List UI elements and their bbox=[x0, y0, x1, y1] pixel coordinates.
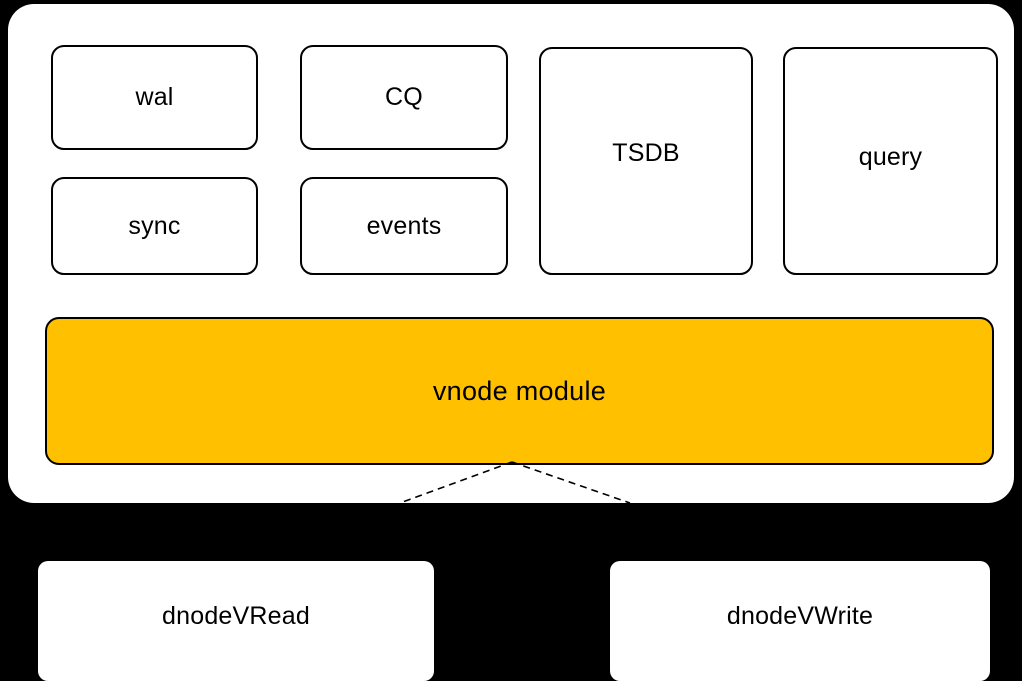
module-label-wal: wal bbox=[135, 83, 174, 111]
module-label-sync: sync bbox=[128, 211, 181, 240]
module-box-tsdb[interactable]: TSDB bbox=[539, 47, 753, 275]
module-box-sync[interactable]: sync bbox=[51, 177, 258, 275]
vnode-module-label: vnode module bbox=[432, 375, 607, 406]
module-label-events: events bbox=[366, 211, 442, 240]
module-box-wal[interactable]: wal bbox=[51, 45, 258, 150]
module-box-query[interactable]: query bbox=[783, 47, 998, 275]
module-label-query: query bbox=[858, 142, 923, 171]
module-label-tsdb: TSDB bbox=[612, 138, 680, 167]
dnode-box-vread[interactable]: dnodeVRead bbox=[38, 561, 434, 681]
vnode-module-bar[interactable]: vnode module bbox=[45, 317, 994, 465]
dnode-label-vwrite: dnodeVWrite bbox=[726, 601, 874, 630]
dnode-box-vwrite[interactable]: dnodeVWrite bbox=[610, 561, 990, 681]
dnode-label-vread: dnodeVRead bbox=[162, 601, 310, 630]
vnode-container: wal CQ sync events TSDB query vnode modu… bbox=[8, 4, 1014, 503]
module-box-cq[interactable]: CQ bbox=[300, 45, 508, 150]
module-label-cq: CQ bbox=[385, 83, 423, 111]
module-box-events[interactable]: events bbox=[300, 177, 508, 275]
